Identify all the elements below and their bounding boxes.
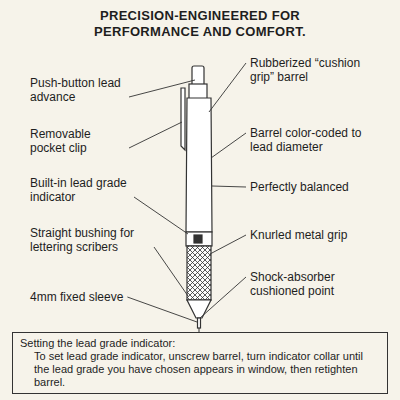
leader-line [154,247,188,296]
knurled-grip [187,246,211,300]
leader-line [129,80,195,97]
indicator-window [194,235,202,243]
note-box: Setting the lead grade indicator:To set … [12,332,388,394]
callout-label: Straight bushing for lettering scribers [30,226,150,254]
callout-label: 4mm fixed sleeve [30,290,123,304]
callout-label: Rubberized “cushion grip” barrel [250,56,365,84]
leader-line [200,277,246,318]
callout-label: Knurled metal grip [250,228,347,242]
callout-label: Perfectly balanced [250,180,349,194]
note-body: To set lead grade indicator, unscrew bar… [20,350,380,389]
leader-line [129,122,182,148]
leader-line [211,133,246,158]
title: PRECISION-ENGINEERED FOR PERFORMANCE AND… [60,8,340,40]
callout-label: Shock-absorber cushioned point [250,270,380,298]
leader-line [209,63,246,112]
callout-label: Barrel color-coded to lead diameter [250,126,385,154]
cone [187,300,211,318]
callout-label: Removable pocket clip [30,127,125,155]
leader-line [210,235,246,254]
leader-line [212,186,246,187]
fixed-sleeve [198,318,201,328]
leader-line [134,197,188,234]
callout-label: Built-in lead grade indicator [30,176,130,204]
pocket-clip [181,88,185,150]
push-button [192,66,204,86]
callout-label: Push-button lead advance [30,76,125,104]
note-heading: Setting the lead grade indicator: [20,337,380,350]
grade-indicator-collar [186,232,212,246]
barrel [186,98,212,232]
leader-lines [127,63,246,322]
leader-line [127,297,197,322]
